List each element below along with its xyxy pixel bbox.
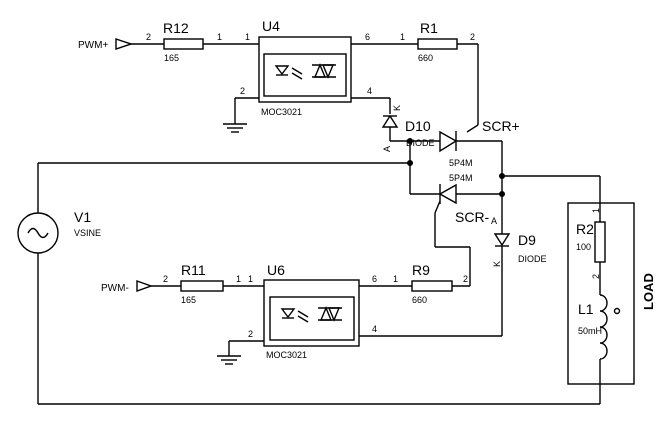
r1-ref: R1 xyxy=(420,20,438,36)
resistor-r2: R2 100 1 2 xyxy=(576,208,606,279)
u6-ref: U6 xyxy=(267,262,285,278)
optocoupler-u6: U6 MOC3021 xyxy=(263,262,360,360)
svg-text:A: A xyxy=(382,146,392,152)
r12-ref: R12 xyxy=(163,20,189,36)
svg-text:1: 1 xyxy=(217,32,222,42)
u6-part: MOC3021 xyxy=(266,350,307,360)
resistor-r11: R11 165 xyxy=(180,262,224,305)
load-label: LOAD xyxy=(641,273,656,310)
scr-plus-part: 5P4M xyxy=(449,158,473,168)
u4-ref: U4 xyxy=(262,18,280,34)
r11-ref: R11 xyxy=(181,262,206,278)
scr-minus: 5P4M SCR- A xyxy=(410,173,502,226)
diode-d10: D10 DIODE K A xyxy=(381,105,435,152)
l1-ref: L1 xyxy=(578,301,594,317)
svg-text:2: 2 xyxy=(470,32,475,42)
scr-minus-part: 5P4M xyxy=(449,173,473,183)
svg-text:PWM+: PWM+ xyxy=(78,40,108,51)
d10-ref: D10 xyxy=(405,118,431,134)
r2-value: 100 xyxy=(576,242,591,252)
r9-value: 660 xyxy=(412,295,427,305)
pwm-plus-port: PWM+ xyxy=(78,38,164,51)
r9-ref: R9 xyxy=(412,262,430,278)
v1-part: VSINE xyxy=(74,228,101,238)
scr-plus: SCR+ 5P4M xyxy=(439,118,520,168)
svg-text:4: 4 xyxy=(367,86,372,96)
r2-ref: R2 xyxy=(576,221,594,237)
svg-text:1: 1 xyxy=(393,274,398,284)
v1-ref: V1 xyxy=(74,209,91,225)
l1-value: 50mH xyxy=(578,326,602,336)
svg-text:2: 2 xyxy=(248,329,253,339)
scr-minus-ref: SCR- xyxy=(455,209,490,225)
resistor-r9: R9 660 xyxy=(411,262,453,305)
diode-d9: D9 DIODE K xyxy=(492,232,547,267)
ground-symbol-bottom xyxy=(217,355,241,365)
d9-part: DIODE xyxy=(518,254,547,264)
d10-part: DIODE xyxy=(406,138,435,148)
scr-plus-ref: SCR+ xyxy=(482,118,520,134)
svg-text:A: A xyxy=(491,216,497,226)
inductor-l1: L1 50mH xyxy=(578,294,621,360)
r1-value: 660 xyxy=(418,53,433,63)
svg-text:1: 1 xyxy=(400,32,405,42)
r11-value: 165 xyxy=(181,295,196,305)
u4-part: MOC3021 xyxy=(261,107,302,117)
sine-source-v1: V1 VSINE xyxy=(17,209,101,254)
pwm-minus-port: PWM- xyxy=(101,280,181,294)
resistor-r1: R1 660 xyxy=(417,20,458,63)
svg-text:6: 6 xyxy=(365,32,370,42)
svg-text:2: 2 xyxy=(463,274,468,284)
svg-text:2: 2 xyxy=(146,32,151,42)
svg-text:2: 2 xyxy=(163,274,168,284)
svg-text:1: 1 xyxy=(248,274,253,284)
load-box: LOAD xyxy=(567,202,656,385)
d9-ref: D9 xyxy=(518,232,536,248)
svg-text:1: 1 xyxy=(591,208,601,213)
svg-text:K: K xyxy=(392,105,402,111)
svg-text:1: 1 xyxy=(236,274,241,284)
svg-text:6: 6 xyxy=(372,274,377,284)
svg-text:PWM-: PWM- xyxy=(101,283,129,294)
svg-text:1: 1 xyxy=(245,32,250,42)
optocoupler-u4: U4 MOC3021 xyxy=(258,18,352,117)
svg-text:K: K xyxy=(492,261,502,267)
r12-value: 165 xyxy=(164,53,179,63)
svg-text:4: 4 xyxy=(372,324,377,334)
svg-text:2: 2 xyxy=(240,86,245,96)
svg-text:2: 2 xyxy=(591,274,601,279)
resistor-r12: R12 165 xyxy=(163,20,204,63)
ground-symbol-top xyxy=(223,123,247,133)
